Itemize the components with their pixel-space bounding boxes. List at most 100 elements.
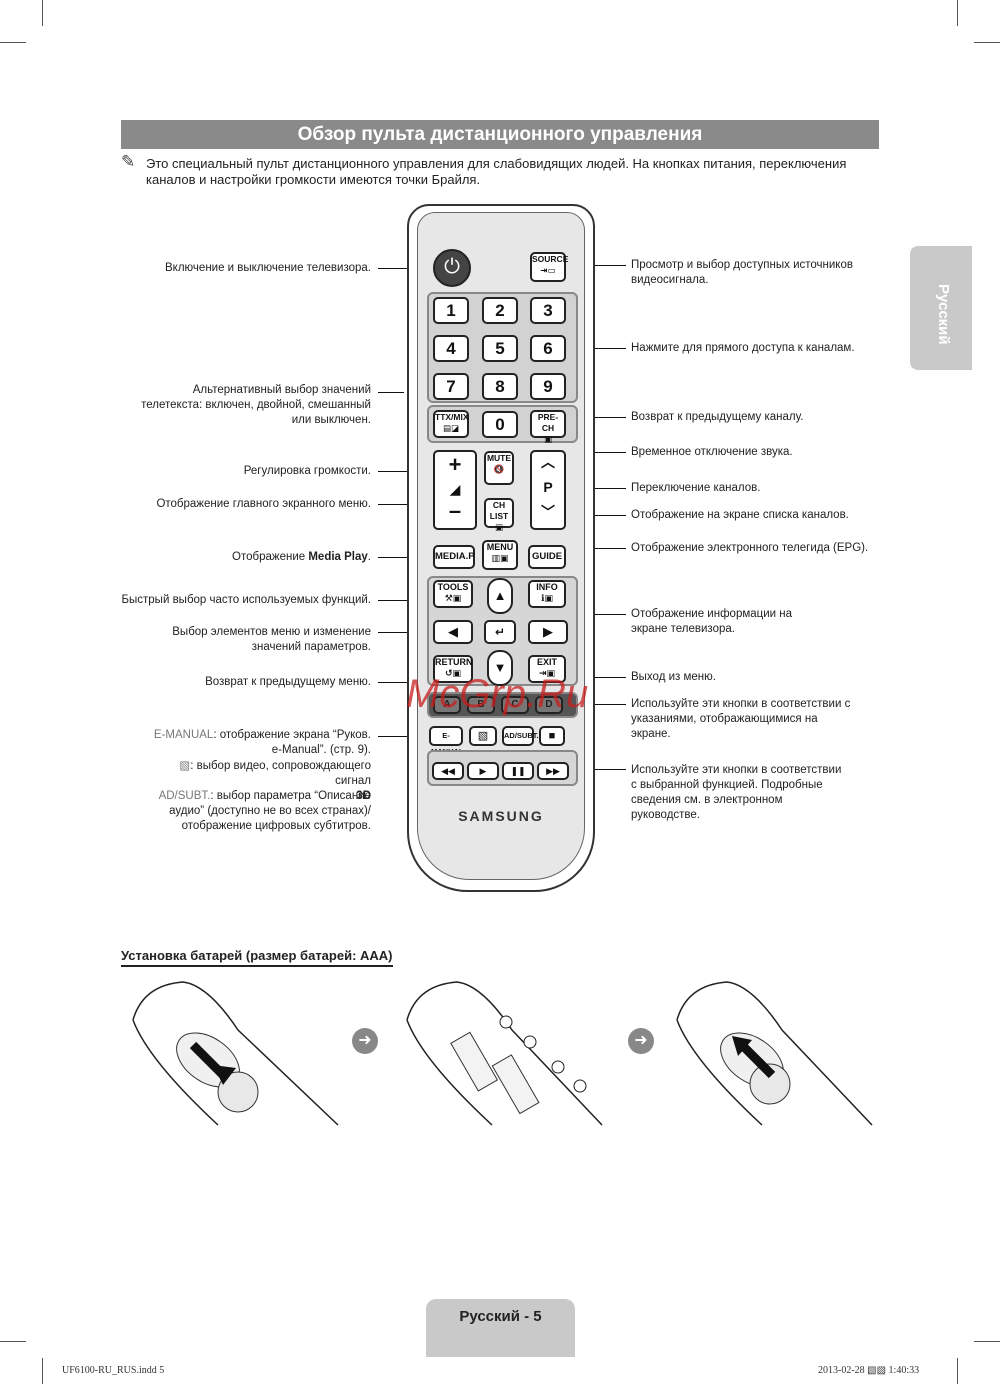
step-arrow-icon: ➜ [628, 1028, 654, 1054]
ad-subt-button[interactable]: AD/SUBT. [502, 726, 539, 746]
ch-list-icon: ▣ [494, 522, 504, 532]
3d-button[interactable]: ▧ [469, 726, 497, 746]
stop-button[interactable]: ■ [539, 726, 565, 746]
guide-button[interactable]: GUIDE [528, 545, 566, 569]
digit-9-button[interactable]: 9 [530, 373, 566, 400]
volume-icon: ◢ [449, 481, 461, 497]
pause-button[interactable]: ❚❚ [502, 762, 534, 780]
channel-p-label: P [543, 479, 553, 495]
digit-4-button[interactable]: 4 [433, 335, 469, 362]
digit-5-button[interactable]: 5 [482, 335, 518, 362]
nav-right-button[interactable]: ▶ [528, 620, 568, 644]
volume-rocker[interactable]: + ◢ – [433, 450, 477, 530]
label-menu: Отображение главного экранного меню. [156, 498, 371, 510]
label-prech: Возврат к предыдущему каналу. [631, 411, 804, 423]
crop-mark [957, 0, 958, 26]
digit-6-button[interactable]: 6 [530, 335, 566, 362]
pre-ch-label: PRE-CH [537, 412, 559, 433]
color-d-button[interactable]: D [535, 696, 563, 714]
digit-3-button[interactable]: 3 [530, 297, 566, 324]
return-label: RETURN [435, 657, 473, 667]
label-3d-bold: 3D [356, 790, 371, 802]
ttx-icon: ▤◪ [442, 423, 460, 433]
channel-up-icon: ︿ [541, 454, 555, 470]
source-button[interactable]: SOURCE⇥▭ [530, 252, 568, 282]
power-button[interactable]: ⏻ [433, 249, 471, 287]
digit-1-button[interactable]: 1 [433, 297, 469, 324]
stop-icon: ■ [548, 730, 556, 742]
play-button[interactable]: ▶ [467, 762, 499, 780]
enter-button[interactable]: ↵ [484, 620, 516, 644]
label-source: Просмотр и выбор доступных источников ви… [631, 259, 853, 286]
leader-line [378, 600, 433, 601]
nav-left-button[interactable]: ◀ [433, 620, 473, 644]
digit-2-button[interactable]: 2 [482, 297, 518, 324]
battery-step-3-illustration [676, 981, 873, 1126]
footer-file: UF6100-RU_RUS.indd 5 [62, 1365, 165, 1376]
leader-line [568, 265, 626, 266]
ch-list-button[interactable]: CH LIST▣ [484, 498, 514, 532]
fast-forward-button[interactable]: ▶▶ [537, 762, 569, 780]
mute-button[interactable]: MUTE🔇 [484, 451, 514, 485]
page-number-tab: Русский - 5 [426, 1299, 575, 1357]
menu-label: MENU [486, 542, 514, 552]
crop-mark [0, 1341, 26, 1342]
exit-button[interactable]: EXIT⇥▣ [528, 655, 566, 683]
crop-mark [974, 42, 1000, 43]
3d-button-icon: ▧ [477, 730, 489, 742]
exit-icon: ⇥▣ [538, 668, 556, 678]
source-icon: ⇥▭ [540, 265, 556, 275]
leader-line [378, 632, 429, 633]
arrow-left-icon: ◀ [448, 624, 458, 639]
color-a-button[interactable]: A [433, 696, 461, 714]
digit-0-button[interactable]: 0 [482, 411, 518, 438]
media-p-button[interactable]: MEDIA.P [433, 545, 475, 569]
arrow-right-icon: ▶ [543, 624, 553, 639]
leader-line [378, 268, 433, 269]
leader-line [572, 769, 626, 770]
battery-step-1-illustration [132, 981, 339, 1126]
menu-button[interactable]: MENU▥▣ [482, 540, 518, 570]
digit-7-button[interactable]: 7 [433, 373, 469, 400]
watermark: McGrp.Ru [406, 672, 589, 716]
nav-up-button[interactable]: ▲ [487, 578, 513, 614]
label-ttx: Альтернативный выбор значений телетекста… [141, 384, 371, 426]
digit-8-button[interactable]: 8 [482, 373, 518, 400]
language-side-tab: Русский [910, 246, 972, 370]
tools-button[interactable]: TOOLS⚒▣ [433, 580, 473, 608]
crop-mark [42, 1358, 43, 1384]
color-b-button[interactable]: B [467, 696, 495, 714]
label-channel: Переключение каналов. [631, 482, 761, 494]
rewind-button[interactable]: ◀◀ [432, 762, 464, 780]
volume-up-icon: + [448, 452, 462, 477]
ttx-mix-button[interactable]: TTX/MIX▤◪ [433, 410, 469, 438]
leader-line [378, 392, 404, 393]
label-adsubt-text: : выбор параметра “Описание аудио” (дост… [169, 790, 371, 832]
return-button[interactable]: RETURN↺▣ [433, 655, 473, 683]
pre-ch-button[interactable]: PRE-CH▣ [530, 410, 566, 444]
crop-mark [957, 1358, 958, 1384]
enter-icon: ↵ [494, 625, 506, 639]
label-exit: Выход из меню. [631, 671, 716, 683]
note-pencil-icon: ✎ [121, 152, 136, 171]
label-emanual-key: E-MANUAL [153, 729, 214, 741]
nav-down-button[interactable]: ▼ [487, 650, 513, 686]
e-manual-button[interactable]: E-MANUAL [429, 726, 464, 756]
pre-ch-icon: ▣ [543, 434, 553, 444]
label-media-suffix: . [367, 551, 371, 563]
label-tools: Быстрый выбор часто используемых функций… [121, 594, 371, 606]
leader-line [378, 557, 433, 558]
step-arrow-icon: ➜ [352, 1028, 378, 1054]
color-c-button[interactable]: C [501, 696, 529, 714]
channel-rocker[interactable]: ︿ P ﹀ [530, 450, 566, 530]
label-guide: Отображение электронного телегида (EPG). [631, 542, 869, 554]
leader-line [572, 704, 626, 705]
3d-icon: ▧ [179, 760, 191, 772]
page-title: Обзор пульта дистанционного управления [121, 120, 879, 149]
leader-line [378, 471, 433, 472]
label-volume: Регулировка громкости. [243, 465, 371, 477]
label-color: Используйте эти кнопки в соответствии с … [631, 698, 851, 740]
leader-line [568, 417, 626, 418]
tools-icon: ⚒▣ [444, 593, 462, 603]
